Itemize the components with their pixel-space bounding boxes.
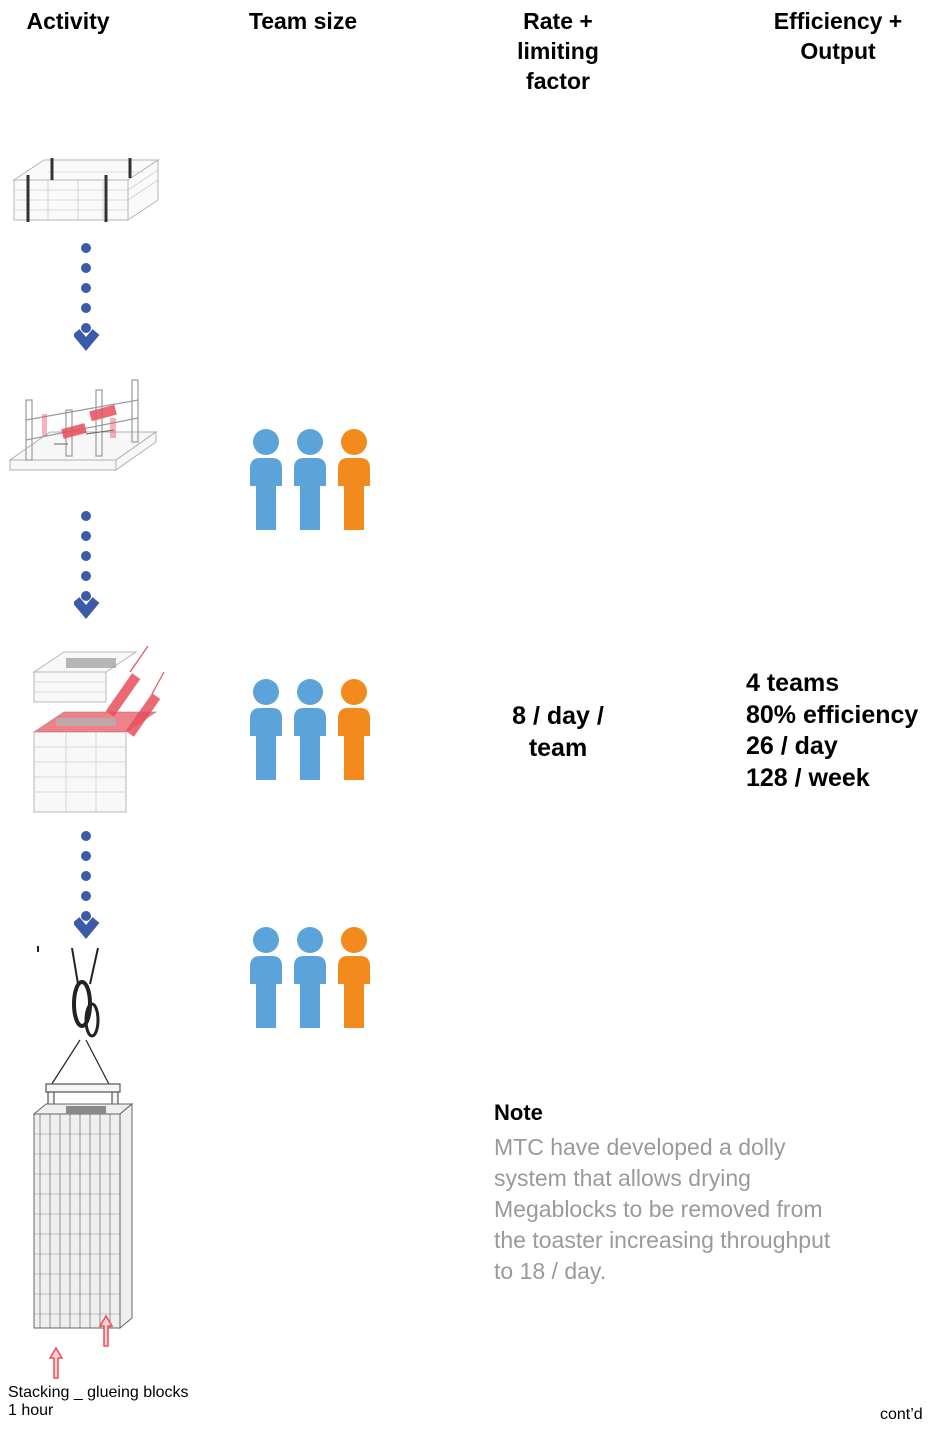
continued-label: cont’d [880,1406,923,1423]
efficiency-line: 128 / week [746,763,870,792]
gluing-jig-illustration [8,379,158,471]
note-body: MTC have developed a dolly system that a… [494,1134,831,1284]
team-group-1 [250,429,370,530]
activity-caption: Stacking _ glueing blocks 1 hour [8,1384,189,1420]
header-efficiency: Efficiency + Output [773,8,903,64]
person-icon [338,679,370,780]
person-icon [250,429,282,530]
header-activity: Activity [26,8,110,34]
flow-connector [74,831,100,940]
person-icon [294,927,326,1028]
block-stack-illustration [12,158,160,222]
person-icon [338,927,370,1028]
team-group-3 [250,927,370,1028]
person-icon [250,927,282,1028]
note-title: Note [494,1100,543,1125]
person-icon [250,679,282,780]
efficiency-line: 26 / day [746,732,838,760]
person-icon [294,679,326,780]
efficiency-line: 4 teams [746,669,840,697]
flow-connector [74,511,100,620]
efficiency-output: 4 teams 80% efficiency 26 / day 128 / we… [746,668,918,794]
person-icon [338,429,370,530]
team-group-2 [250,679,370,780]
header-rate: Rate + limiting factor [517,8,599,94]
header-team-size: Team size [248,8,358,34]
efficiency-line: 80% efficiency [746,700,919,729]
rate-value: 8 / day / team [512,702,604,762]
flow-connector [74,243,100,352]
caption-line: 1 hour [8,1402,54,1419]
stacking-glue-illustration [32,645,165,813]
caption-line: Stacking _ glueing blocks [8,1384,189,1401]
person-icon [294,429,326,530]
crane-lift-illustration [32,946,134,1379]
